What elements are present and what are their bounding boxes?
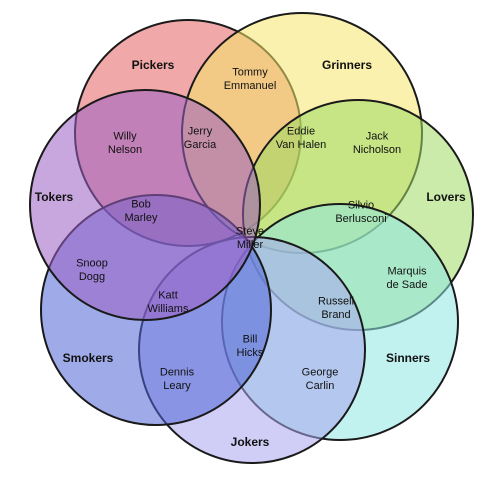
member-name-line: Russell: [318, 295, 354, 307]
member-name-line: Garcia: [184, 139, 217, 151]
member-name-line: Marquis: [387, 265, 427, 277]
set-circles: [29, 12, 474, 464]
member-name-line: Katt: [158, 289, 178, 301]
circle-tokers: [29, 89, 261, 321]
set-label-grinners: Grinners: [322, 58, 372, 72]
member-name-line: George: [302, 366, 339, 378]
set-label-lovers: Lovers: [426, 190, 466, 204]
member-label: Marquis de Sade: [387, 265, 428, 291]
member-name-line: Dennis: [160, 366, 195, 378]
set-label-tokers: Tokers: [35, 190, 74, 204]
member-name-line: Dogg: [79, 271, 105, 283]
member-name-line: Tommy: [232, 66, 268, 78]
member-name-line: Nicholson: [353, 144, 401, 156]
set-label-pickers: Pickers: [132, 58, 175, 72]
member-name-line: Steve: [236, 225, 264, 237]
member-name-line: Willy: [113, 130, 137, 142]
member-name-line: Carlin: [306, 380, 335, 392]
member-name-line: Nelson: [108, 144, 142, 156]
member-name-line: Bob: [131, 198, 151, 210]
set-label-smokers: Smokers: [63, 351, 114, 365]
member-name-line: Jack: [366, 130, 389, 142]
member-name-line: Emmanuel: [224, 80, 277, 92]
member-name-line: Hicks: [237, 347, 264, 359]
member-name-line: Miller: [237, 239, 264, 251]
set-label-sinners: Sinners: [386, 351, 430, 365]
member-name-line: Brand: [321, 309, 350, 321]
member-name-line: Silvio: [348, 199, 374, 211]
member-name-line: Jerry: [188, 125, 213, 137]
member-name-line: Eddie: [287, 125, 315, 137]
member-name-line: Berlusconi: [335, 213, 386, 225]
member-name-line: Williams: [148, 303, 189, 315]
member-name-line: Bill: [243, 333, 258, 345]
member-name-line: Van Halen: [276, 139, 327, 151]
member-name-line: Marley: [124, 212, 158, 224]
member-name-line: de Sade: [387, 279, 428, 291]
member-name-line: Leary: [163, 380, 191, 392]
member-name-line: Snoop: [76, 257, 108, 269]
set-label-jokers: Jokers: [231, 435, 270, 449]
